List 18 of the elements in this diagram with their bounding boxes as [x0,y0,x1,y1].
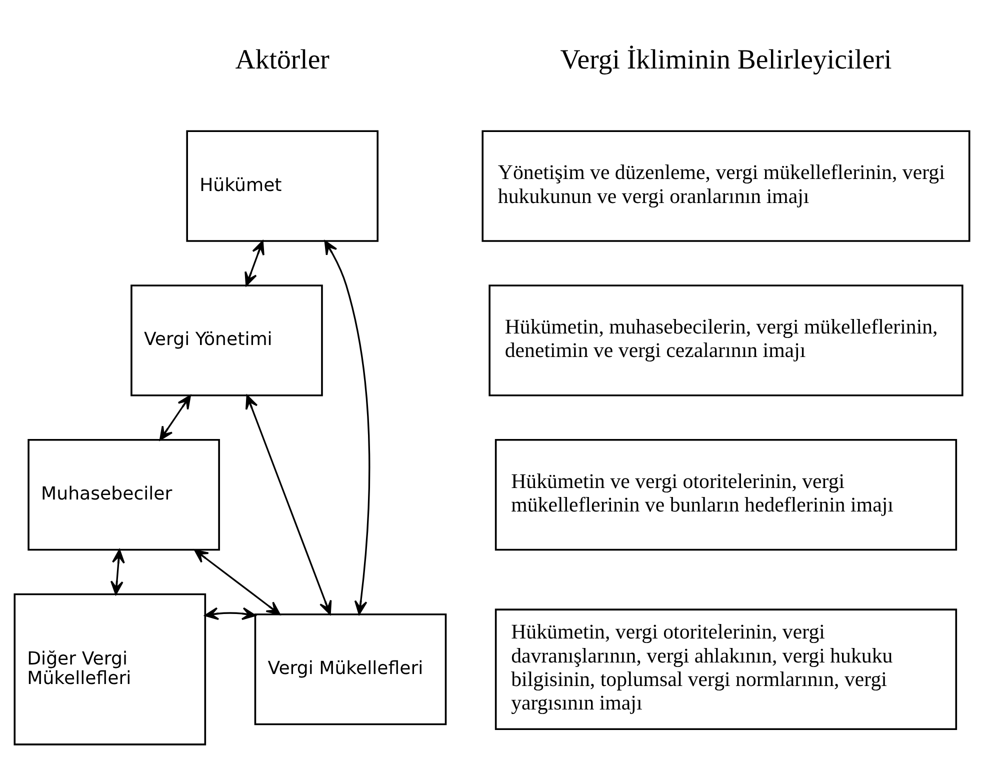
arrow [245,394,332,614]
node-box: Vergi Yönetimi [130,284,322,396]
label: Aktörler [234,44,329,76]
node-box: Muhasebeciler [27,438,220,550]
arrow [194,548,280,615]
node-box: Vergi Mükellefleri [254,613,446,725]
node-box: Hükümetin, vergi otoritelerinin, vergi davranışlarının, vergi ahlakının, vergi hukuku bilgisinin, toplumsal vergi normlarının, vergi yargısının imajı [494,608,957,730]
node-box: Hükümetin, muhasebecilerin, vergi mükelleflerinin, denetimin ve vergi cezalarının imajı [488,284,963,396]
label: Vergi İkliminin Belirleyicileri [560,44,892,76]
arrow [158,394,190,440]
arrow [244,240,264,286]
node-box: Hükümetin ve vergi otoritelerinin, vergi mükelleflerinin ve bunların hedeflerinin imajı [494,438,957,550]
arrow [110,548,124,594]
node-box: Hükümet [186,130,378,242]
arrow [204,606,256,620]
arrow [324,240,370,614]
node-box: Diğer Vergi Mükellefleri [13,592,206,745]
node-box: Yönetişim ve düzenleme, vergi mükelleflerinin, vergi hukukunun ve vergi oranlarının imajı [481,130,970,242]
